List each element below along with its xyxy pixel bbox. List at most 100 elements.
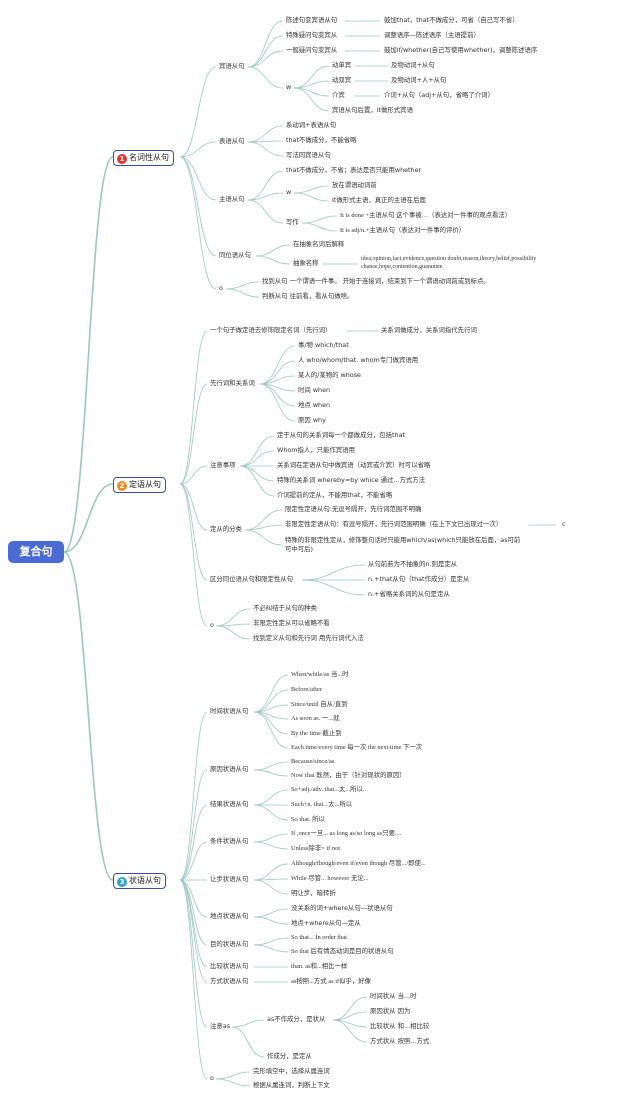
result-item-2[interactable]: Such+n. that...太...所以 xyxy=(291,801,353,808)
adv-o-item-1[interactable]: 完形填空中，选择从属连词 xyxy=(253,1067,330,1075)
condition-clause-node[interactable]: 条件状语从句 xyxy=(210,837,249,845)
time-item-3[interactable]: Since/until 自从/直到 xyxy=(291,701,348,708)
types-node[interactable]: 定从的分类 xyxy=(210,525,242,533)
as-sub-item-1[interactable]: 时间状从 当...时 xyxy=(370,992,417,1000)
types-item-2-note[interactable]: c xyxy=(562,520,566,528)
types-item-1[interactable]: 限定性定语从句:无逗号隔开，先行词范围不明确 xyxy=(285,505,422,513)
purpose-item-2[interactable]: So that 后有情态动词是目的状语从句 xyxy=(291,948,394,955)
subject-w-item-2[interactable]: It做形式主语，真正的主语在后面 xyxy=(332,196,426,204)
result-item-3[interactable]: So that. 所以 xyxy=(291,816,325,823)
concession-item-1[interactable]: Although/though/even if/even though 尽管..… xyxy=(291,860,426,867)
condition-item-2[interactable]: Unless除非= if not xyxy=(291,845,341,852)
attr-definition-note[interactable]: 关系词做成分，关系词指代先行词 xyxy=(381,326,477,334)
object-item-3-note[interactable]: 鼓加if/whether(自己写使用whether)，调整陈述语序 xyxy=(384,46,538,54)
distinguish-item-1[interactable]: 从句前若为不抽象的n.则是定从 xyxy=(368,560,458,568)
subject-w-item-1[interactable]: 放在谓语动词前 xyxy=(332,181,377,189)
distinguish-item-3[interactable]: n.+省略关系词的从句是定从 xyxy=(368,590,450,598)
antecedent-item-1[interactable]: 事/物 which/that xyxy=(298,341,349,349)
as-sub-item-2[interactable]: 原因状从 因为 xyxy=(370,1007,411,1015)
result-clause-node[interactable]: 结果状语从句 xyxy=(210,800,249,808)
adv-o-item-2[interactable]: 根据从属连词，判断上下文 xyxy=(253,1081,330,1089)
time-item-4[interactable]: As soon as. 一...就 xyxy=(291,715,340,722)
time-item-1[interactable]: When/while/as 当...时 xyxy=(291,671,349,678)
attr-o-item-1[interactable]: 不必纠结于从句的种类 xyxy=(253,604,317,612)
object-item-2[interactable]: 特殊疑问句变宾从 xyxy=(286,31,338,39)
manner-clause-node[interactable]: 方式状语从句 xyxy=(210,977,249,985)
object-w-item-2-note[interactable]: 及物动词+人+从句 xyxy=(391,76,447,84)
subject-writing-node[interactable]: 写作 xyxy=(286,218,299,226)
antecedent-item-6[interactable]: 原因 why xyxy=(298,416,326,424)
manner-item-1[interactable]: as按照...方式 as if似乎，好像 xyxy=(291,978,372,985)
attention-item-4[interactable]: 特殊的关系词 whereby=by whice 通过...方式方法 xyxy=(277,476,426,484)
comparison-clause-node[interactable]: 比较状语从句 xyxy=(210,962,249,970)
object-clause-node[interactable]: 宾语从句 xyxy=(219,62,245,70)
as-component-node[interactable]: 作成分，是定从 xyxy=(267,1052,312,1060)
subject-w-node[interactable]: w xyxy=(286,188,292,196)
object-item-1-note[interactable]: 鼓加that，that不做成分，可省（自己写不省） xyxy=(384,16,519,24)
attr-o-item-2[interactable]: 非限定性定从可以省略不看 xyxy=(253,619,330,627)
types-item-2[interactable]: 非限定性定语从句：有逗号隔开，先行词范围明确（在上下文已出现过一次） xyxy=(285,520,503,528)
antecedent-item-3[interactable]: 某人的/某物的 whose xyxy=(298,371,361,379)
time-item-5[interactable]: By the time 截止到 xyxy=(291,730,342,737)
time-item-2[interactable]: Before/after xyxy=(291,686,322,693)
root-node[interactable]: 复合句 xyxy=(8,541,64,563)
attention-item-5[interactable]: 介词提前的定从，不能用that，不能省略 xyxy=(277,491,393,499)
noun-o-node[interactable]: o xyxy=(219,284,223,292)
concession-item-2[interactable]: While 尽管... however 无论... xyxy=(291,875,369,882)
concession-item-3[interactable]: 明让步，暗转折 xyxy=(291,889,336,897)
antecedent-item-4[interactable]: 时间 when xyxy=(298,386,331,394)
appositive-clause-node[interactable]: 同位语从句 xyxy=(219,251,251,259)
subject-item-1[interactable]: that不做成分，不省；表达是否只能用whether xyxy=(286,166,422,174)
result-item-1[interactable]: So+adj./adv. that...太...所以.. xyxy=(291,786,367,793)
noun-o-item-2[interactable]: 判断从句 往前看，看从句做啥。 xyxy=(262,292,354,300)
attention-node[interactable]: 注意事项 xyxy=(210,461,236,469)
purpose-clause-node[interactable]: 目的状语从句 xyxy=(210,940,249,948)
object-w-item-4[interactable]: 宾语从句后置，it做形式宾语 xyxy=(332,106,413,114)
distinguish-item-2[interactable]: n.+that从句（that作成分）是定从 xyxy=(368,575,470,583)
appositive-abstract-note-2[interactable]: chance,hope,contention,guarantee. xyxy=(361,264,444,270)
as-not-component-node[interactable]: as不作成分，是状从 xyxy=(267,1015,326,1023)
condition-item-1[interactable]: If ,once一旦... as long as/so long as只要...… xyxy=(291,830,402,837)
antecedent-item-2[interactable]: 人 who/whom/that. whom专门做宾语用 xyxy=(298,356,419,364)
subject-writing-item-1[interactable]: It is done +主语从句 这个事被…（表达对一件事的观点看法） xyxy=(340,212,512,219)
object-w-item-1-note[interactable]: 及物动词+从句 xyxy=(391,61,435,69)
object-w-item-3[interactable]: 介宾 xyxy=(332,91,345,99)
comparison-item-1[interactable]: than. as和...相比一样 xyxy=(291,963,348,970)
reason-item-2[interactable]: Now that 既然，由于（针对现状的原因） xyxy=(291,772,406,779)
object-item-1[interactable]: 陈述句变宾语从句 xyxy=(286,16,338,24)
reason-item-1[interactable]: Because/since/as. xyxy=(291,758,336,765)
reason-clause-node[interactable]: 原因状语从句 xyxy=(210,765,249,773)
subject-writing-item-2[interactable]: It is adj/n.+主语从句（表达对一件事的评价） xyxy=(340,227,466,234)
object-item-2-note[interactable]: 调整语序—陈述语序（主语提前） xyxy=(384,31,480,39)
appositive-item-1[interactable]: 在抽象名词后解释 xyxy=(293,240,345,248)
subject-clause-node[interactable]: 主语从句 xyxy=(219,195,245,203)
object-w-item-3-note[interactable]: 介词+从句（adj+从句，省略了介词） xyxy=(384,91,494,99)
adv-o-node[interactable]: o xyxy=(210,1074,214,1082)
predicative-item-3[interactable]: 写法同宾语从句 xyxy=(286,151,331,159)
antecedent-item-5[interactable]: 地点 when xyxy=(298,401,331,409)
object-w-item-1[interactable]: 动单宾 xyxy=(332,61,352,69)
place-item-1[interactable]: 没关系的词+where从句—状语从句 xyxy=(291,904,393,912)
distinguish-node[interactable]: 区分同位语从句和限定性从句 xyxy=(210,575,294,583)
time-clause-node[interactable]: 时间状语从句 xyxy=(210,707,249,715)
concession-clause-node[interactable]: 让步状语从句 xyxy=(210,875,249,883)
place-item-2[interactable]: 地点+where从句—定从 xyxy=(291,919,361,927)
object-w-item-2[interactable]: 动双宾 xyxy=(332,76,352,84)
attention-item-3[interactable]: 关系词在定语从句中做宾语（动宾或介宾）时可以省略 xyxy=(277,461,431,469)
attention-item-1[interactable]: 定于从句的关系词每一个都做成分，包括that xyxy=(277,431,406,439)
attention-item-2[interactable]: Whom指人，只能作宾语用 xyxy=(277,446,356,454)
appositive-abstract-node[interactable]: 抽象名称 xyxy=(293,259,319,267)
as-sub-item-3[interactable]: 比较状从 和...相比较 xyxy=(370,1022,430,1030)
noun-o-item-1[interactable]: 找到从句 一个谓语一件事。 开始于连接词，结束到下一个谓语动词前或到标点。 xyxy=(262,277,490,285)
predicative-item-2[interactable]: that不做成分，不能省略 xyxy=(286,136,357,144)
time-item-6[interactable]: Each time/every time 每一次 the next time 下… xyxy=(291,744,423,751)
attr-definition[interactable]: 一个句子做定语去修饰限定名词（先行词） xyxy=(210,326,332,334)
appositive-abstract-note-1[interactable]: idea,opinion,fact,evidence,question doub… xyxy=(361,256,537,262)
as-note-node[interactable]: 注意as xyxy=(210,1022,231,1030)
purpose-item-1[interactable]: So that... In order that xyxy=(291,934,347,941)
attr-o-node[interactable]: o xyxy=(210,621,214,629)
antecedent-node[interactable]: 先行词和关系词 xyxy=(210,379,255,387)
